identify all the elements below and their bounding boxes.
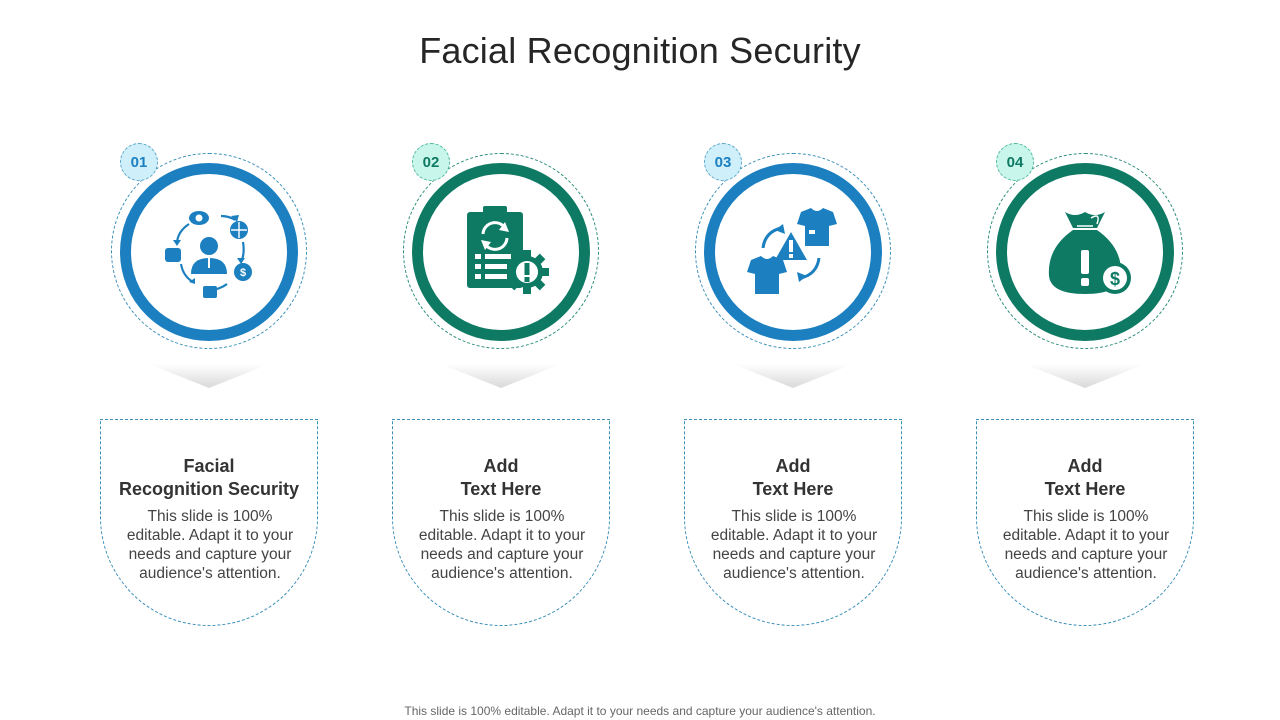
step-card-1: Facial Recognition Security This slide i… bbox=[100, 419, 318, 626]
dashed-outer-ring bbox=[111, 153, 307, 349]
step-card-4: Add Text Here This slide is 100% editabl… bbox=[976, 419, 1194, 626]
step-card-title: Add Text Here bbox=[752, 456, 834, 499]
step-card-text: This slide is 100% editable. Adapt it to… bbox=[1002, 508, 1170, 582]
step-card-text: This slide is 100% editable. Adapt it to… bbox=[710, 508, 878, 582]
pointer-shadow bbox=[149, 364, 269, 388]
dashed-outer-ring bbox=[403, 153, 599, 349]
step-card-text: This slide is 100% editable. Adapt it to… bbox=[126, 508, 294, 582]
pointer-shadow bbox=[1025, 364, 1145, 388]
money-bag-alert-icon: $ bbox=[1015, 182, 1155, 322]
step-card-2: Add Text Here This slide is 100% editabl… bbox=[392, 419, 610, 626]
step-column-1: $ 01 Facial Recognition Security This sl… bbox=[100, 0, 320, 720]
step-badge-1: 01 bbox=[120, 143, 158, 181]
slide-footer: This slide is 100% editable. Adapt it to… bbox=[404, 704, 876, 718]
facial-recognition-cycle-icon: $ bbox=[139, 182, 279, 322]
step-badge-4: 04 bbox=[996, 143, 1034, 181]
step-column-4: $ 04 Add Text Here This slide is 100% ed… bbox=[976, 0, 1196, 720]
step-card-title: Facial Recognition Security bbox=[118, 456, 300, 499]
step-card-text: This slide is 100% editable. Adapt it to… bbox=[418, 508, 586, 582]
pointer-shadow bbox=[733, 364, 853, 388]
svg-text:$: $ bbox=[1110, 269, 1120, 289]
step-column-3: 03 Add Text Here This slide is 100% edit… bbox=[684, 0, 904, 720]
clipboard-gear-alert-icon bbox=[431, 182, 571, 322]
shirt-exchange-alert-icon bbox=[723, 182, 863, 322]
slide-title: Facial Recognition Security bbox=[419, 30, 861, 71]
step-card-title: Add Text Here bbox=[1044, 456, 1126, 499]
step-column-2: 02 Add Text Here This slide is 100% edit… bbox=[392, 0, 612, 720]
dashed-outer-ring bbox=[987, 153, 1183, 349]
dashed-outer-ring bbox=[695, 153, 891, 349]
step-card-title: Add Text Here bbox=[460, 456, 542, 499]
step-badge-3: 03 bbox=[704, 143, 742, 181]
step-badge-2: 02 bbox=[412, 143, 450, 181]
svg-text:$: $ bbox=[240, 267, 246, 279]
step-card-3: Add Text Here This slide is 100% editabl… bbox=[684, 419, 902, 626]
pointer-shadow bbox=[441, 364, 561, 388]
